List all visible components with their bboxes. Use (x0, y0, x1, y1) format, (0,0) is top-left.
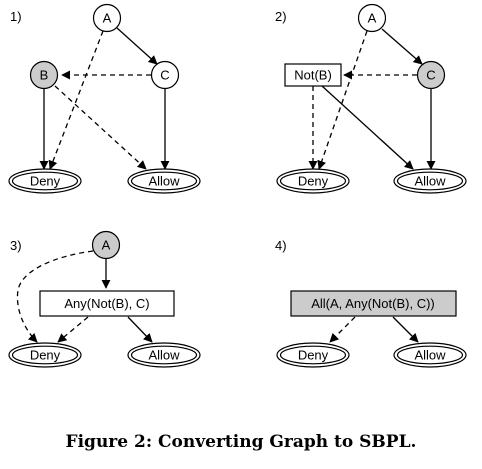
node-p3-any-label: Any(Not(B), C) (64, 296, 149, 311)
node-p4-deny: Deny (276, 342, 350, 368)
node-p3-deny-label: Deny (30, 348, 61, 363)
node-p4-allow: Allow (393, 342, 467, 368)
figure-caption: Figure 2: Converting Graph to SBPL. (65, 432, 417, 452)
edge-p1-a-deny (48, 30, 104, 170)
edge-p1-a-c (116, 27, 158, 65)
edge-p2-a-deny (317, 30, 368, 170)
node-p4-all (290, 290, 457, 317)
node-p3-allow: Allow (127, 342, 201, 368)
node-p3-deny: Deny (8, 342, 82, 368)
panel-2: 2) A Not(B) C Deny Allow (275, 3, 467, 194)
panel-4-number: 4) (275, 238, 287, 253)
node-p1-c-label: C (160, 68, 169, 83)
node-p1-c (150, 60, 180, 90)
node-p2-deny: Deny (276, 168, 350, 194)
node-p2-allow: Allow (393, 168, 467, 194)
node-p2-c (416, 60, 446, 90)
node-p2-notb (284, 63, 342, 87)
node-p4-allow-label: Allow (414, 348, 446, 363)
node-p4-all-label: All(A, Any(Not(B), C)) (311, 296, 435, 311)
panel-1-number: 1) (10, 9, 22, 24)
node-p3-allow-label: Allow (148, 348, 180, 363)
node-p1-a (92, 3, 122, 33)
node-p1-deny: Deny (8, 168, 82, 194)
edge-p3-any-deny (57, 316, 89, 343)
edge-p2-notb-allow (321, 85, 414, 170)
node-p2-allow-label: Allow (414, 174, 446, 189)
panel-2-number: 2) (275, 9, 287, 24)
node-p2-c-label: C (426, 68, 435, 83)
panel-3: 3) A Any(Not(B), C) Deny Allow (8, 230, 201, 368)
panel-4: 4) All(A, Any(Not(B), C)) Deny Allow (275, 238, 467, 368)
node-p2-a (357, 3, 387, 33)
node-p2-deny-label: Deny (298, 174, 329, 189)
node-p3-a (91, 230, 121, 260)
edge-p4-all-allow (392, 316, 419, 343)
edge-p3-any-allow (127, 316, 153, 343)
node-p3-a-label: A (102, 238, 111, 253)
edge-p1-b-allow (54, 85, 147, 170)
edge-p2-a-c (381, 28, 423, 65)
node-p1-allow-label: Allow (148, 174, 180, 189)
edge-p4-all-deny (329, 316, 356, 343)
edge-p3-a-deny (16, 250, 94, 343)
node-p4-deny-label: Deny (298, 348, 329, 363)
node-p1-b (29, 60, 59, 90)
panel-1: 1) A B C Deny Allow (8, 3, 201, 194)
node-p1-allow: Allow (127, 168, 201, 194)
node-p2-a-label: A (368, 11, 377, 26)
node-p2-notb-label: Not(B) (294, 68, 332, 83)
panel-3-number: 3) (10, 238, 22, 253)
node-p1-deny-label: Deny (30, 174, 61, 189)
node-p1-b-label: B (40, 68, 49, 83)
node-p1-a-label: A (103, 11, 112, 26)
node-p3-any (39, 290, 175, 317)
